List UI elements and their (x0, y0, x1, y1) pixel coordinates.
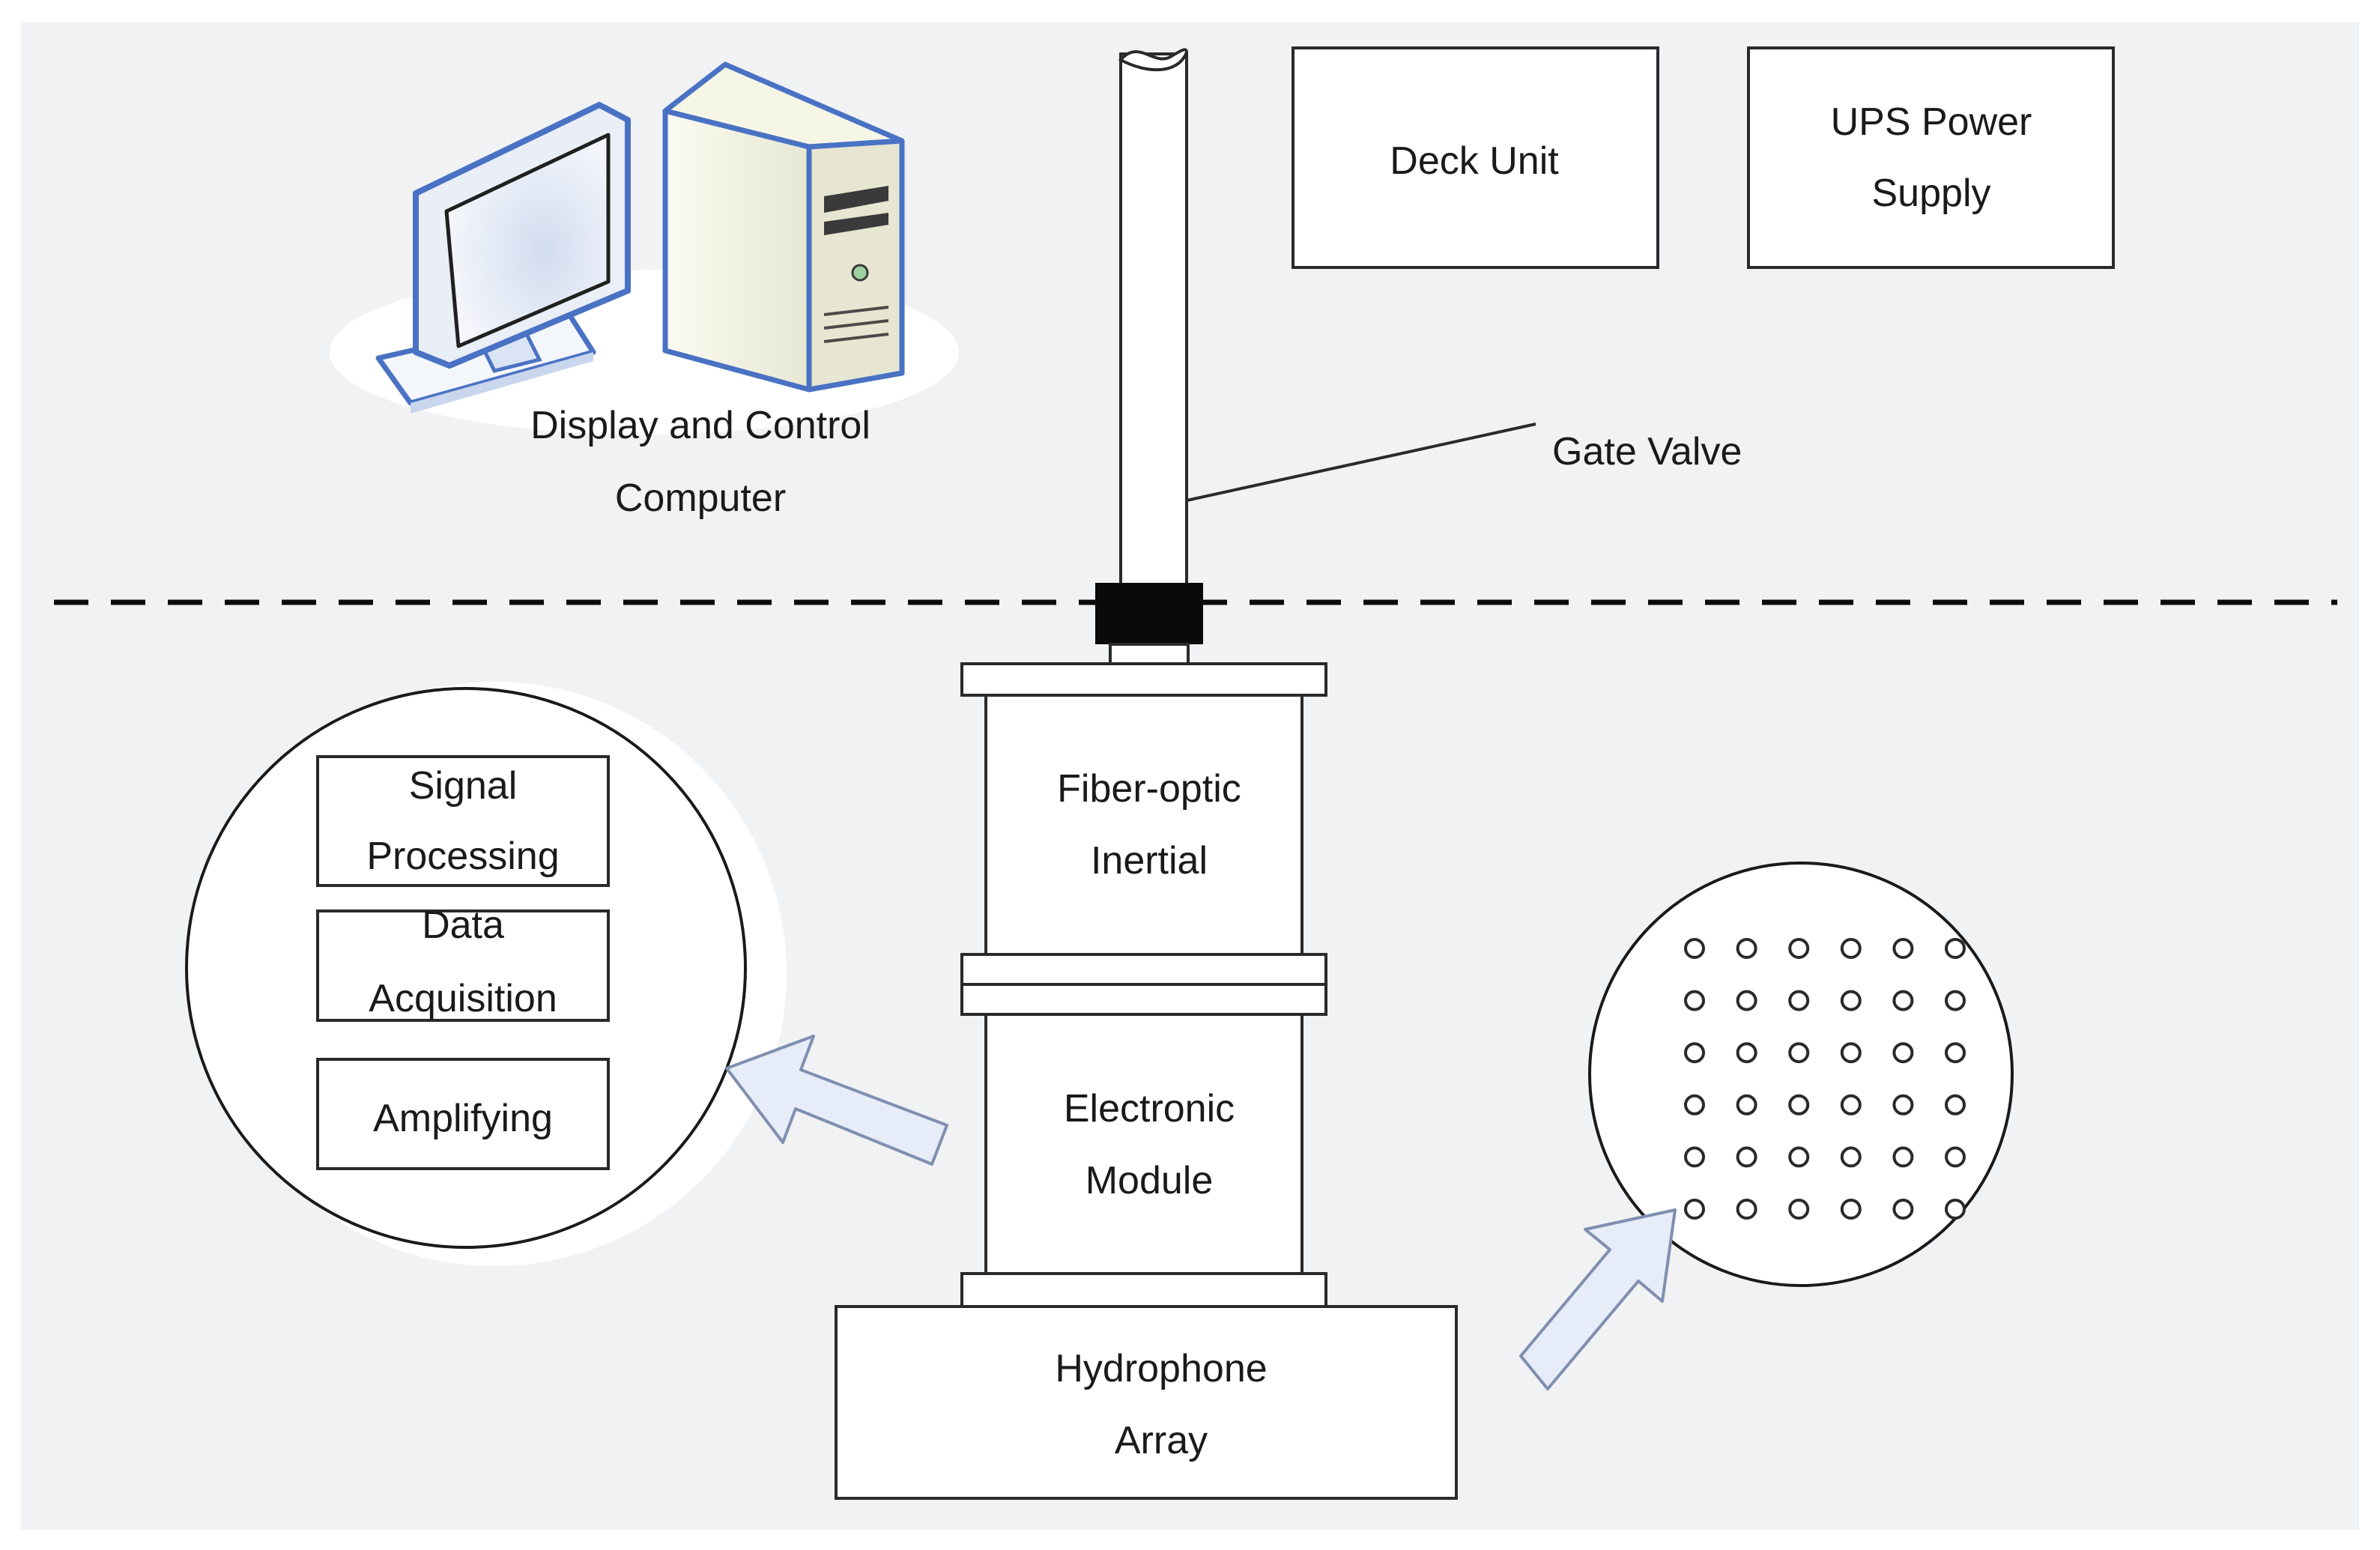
hydrophone-element (1892, 938, 1914, 959)
hydrophone-element (1840, 1094, 1862, 1115)
computer-icon (330, 61, 959, 435)
hydrophone-element (1788, 1199, 1810, 1220)
electronic-module (984, 1013, 1303, 1275)
hydrophone-element (1840, 938, 1862, 959)
ups-label-line2: Supply (1872, 172, 1991, 215)
hydrophone-element (1788, 1042, 1810, 1064)
hydrophone-element (1892, 1094, 1914, 1115)
hydrophone-element (1736, 1146, 1757, 1168)
hydrophone-array-box (835, 1305, 1458, 1500)
pipe-broken-end (1118, 48, 1189, 72)
hydrophone-element (1684, 1146, 1705, 1168)
hydrophone-detail-arrow (1519, 1208, 1677, 1390)
pipe (1119, 52, 1188, 589)
hydrophone-line2: Array (1115, 1419, 1208, 1462)
fiber-optic-line1: Fiber-optic (1057, 767, 1241, 811)
hydrophone-element (1945, 1094, 1966, 1115)
cable-connector (1095, 583, 1203, 644)
hydrophone-element (1736, 1199, 1757, 1220)
hydrophone-line1: Hydrophone (1055, 1347, 1267, 1390)
signal-processing-box (316, 755, 610, 887)
electronics-detail-arrow (725, 1035, 948, 1166)
signal-processing-line2: Processing (366, 835, 559, 878)
data-acquisition-box (316, 909, 610, 1022)
connector-collar (1109, 643, 1190, 665)
electronic-module-line2: Module (1085, 1159, 1214, 1202)
hydrophone-element (1945, 1146, 1966, 1168)
bottom-cap (960, 1272, 1327, 1308)
deck-unit-label: Deck Unit (1390, 139, 1559, 183)
hydrophone-element (1788, 1094, 1810, 1115)
computer-label-line2: Computer (615, 476, 786, 520)
hydrophone-element (1840, 990, 1862, 1011)
hydrophone-element (1684, 1199, 1705, 1220)
hydrophone-detail-circle (1588, 862, 2014, 1287)
hydrophone-element (1945, 1042, 1966, 1064)
hydrophone-element (1736, 1094, 1757, 1115)
hydrophone-element (1684, 1042, 1705, 1064)
hydrophone-element (1684, 938, 1705, 959)
fiber-optic-line2: Inertial (1091, 839, 1208, 883)
hydrophone-element (1788, 938, 1810, 959)
middle-coupler-upper (960, 953, 1327, 986)
hydrophone-element (1684, 1094, 1705, 1115)
hydrophone-element (1736, 938, 1757, 959)
monitor-screen (444, 133, 611, 348)
hydrophone-element (1945, 1199, 1966, 1220)
amplifying-box (316, 1058, 610, 1170)
hydrophone-element (1892, 1042, 1914, 1064)
hydrophone-element (1788, 990, 1810, 1011)
hydrophone-element (1736, 990, 1757, 1011)
hydrophone-element (1840, 1199, 1862, 1220)
hydrophone-element (1892, 1199, 1914, 1220)
hydrophone-element (1892, 990, 1914, 1011)
middle-coupler-lower (960, 983, 1327, 1016)
data-acquisition-line1: Data (422, 903, 504, 947)
tower-side (806, 138, 905, 393)
amplifying-label: Amplifying (373, 1097, 553, 1140)
hydrophone-element (1892, 1146, 1914, 1168)
power-button-icon (851, 264, 869, 282)
hydrophone-grid (1684, 938, 1966, 1220)
deck-unit-box (1292, 46, 1659, 269)
hydrophone-element (1945, 990, 1966, 1011)
hydrophone-element (1736, 1042, 1757, 1064)
electronic-module-line1: Electronic (1064, 1087, 1235, 1130)
ups-power-supply-box (1747, 46, 2115, 269)
hydrophone-element (1840, 1146, 1862, 1168)
hydrophone-element (1788, 1146, 1810, 1168)
gate-valve-label: Gate Valve (1552, 430, 1742, 473)
data-acquisition-line2: Acquisition (369, 977, 557, 1020)
hydrophone-element (1945, 938, 1966, 959)
ups-label-line1: UPS Power (1831, 100, 2032, 144)
gate-valve-leader (1186, 423, 1536, 502)
hydrophone-element (1684, 990, 1705, 1011)
computer-label-line1: Display and Control (530, 404, 870, 447)
top-cap (960, 662, 1327, 697)
hydrophone-element (1840, 1042, 1862, 1064)
fiber-optic-inertial-module (984, 694, 1303, 956)
tower-front (662, 108, 812, 393)
signal-processing-line1: Signal (409, 764, 518, 808)
